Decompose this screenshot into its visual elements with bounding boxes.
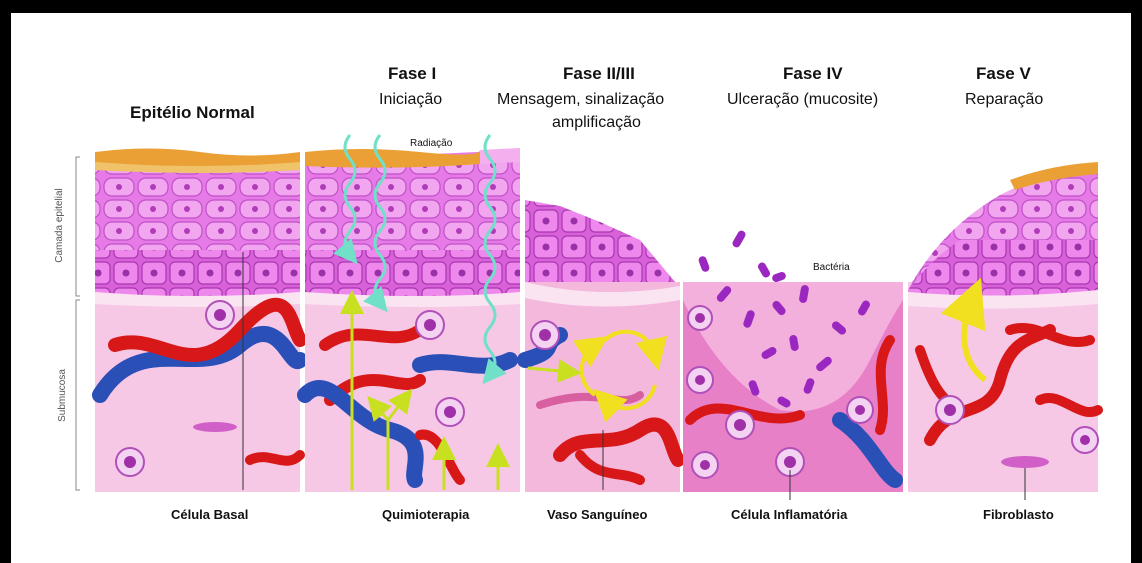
radiation-label: Radiação [410,138,452,149]
header-phase5-sub: Reparação [965,91,1043,109]
chemotherapy-label: Quimioterapia [382,507,469,522]
blood-vessel-label: Vaso Sanguíneo [547,507,647,522]
panel-normal [95,149,300,493]
panel-phase5 [908,162,1098,500]
header-phase1-sub: Iniciação [379,91,442,109]
header-normal: Epitélio Normal [130,103,255,123]
epithelial-layer-label: Camada epitelial [54,188,65,263]
header-phase1-title: Fase I [388,64,436,84]
panel-phase1 [305,135,520,492]
fibroblast-label: Fibroblasto [983,507,1054,522]
inflammatory-cell-label: Célula Inflamatória [731,507,847,522]
submucosa-label: Submucosa [57,369,68,422]
panel-phase2 [525,200,680,492]
side-bracket [76,157,80,490]
header-phase2-sub-line2: amplificação [552,114,641,132]
header-phase5-title: Fase V [976,64,1031,84]
header-phase4-title: Fase IV [783,64,843,84]
bacteria-label: Bactéria [813,262,850,273]
header-phase2-sub-line1: Mensagem, sinalização [497,91,664,109]
panel-phase4 [683,229,903,500]
header-phase4-sub: Ulceração (mucosite) [727,91,878,109]
basal-cell-label: Célula Basal [171,507,248,522]
header-phase2-title: Fase II/III [563,64,635,84]
